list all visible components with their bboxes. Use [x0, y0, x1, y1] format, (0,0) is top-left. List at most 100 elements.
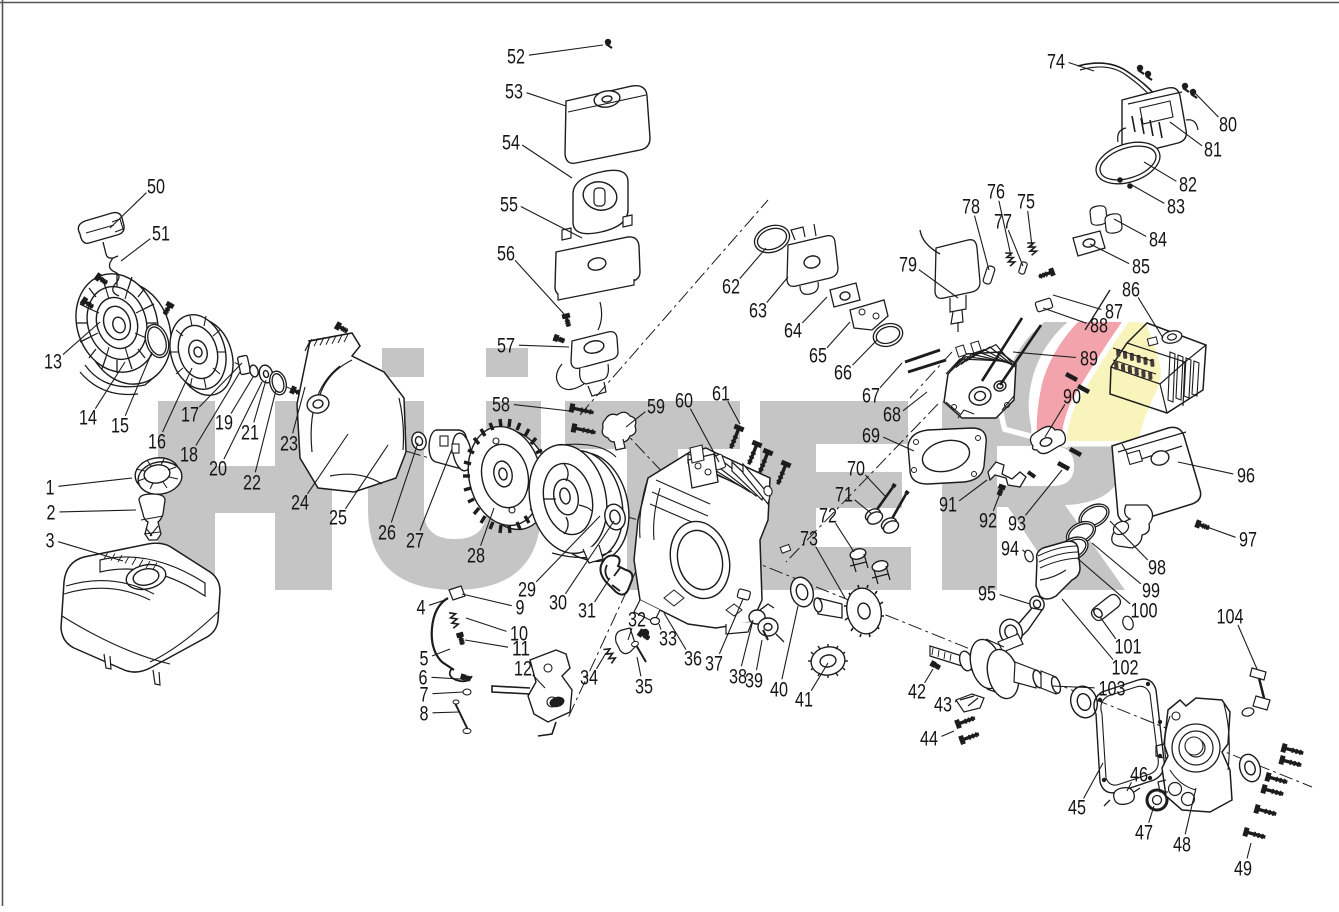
- svg-text:95: 95: [978, 583, 996, 606]
- svg-text:23: 23: [280, 433, 298, 456]
- svg-text:90: 90: [1063, 386, 1081, 409]
- svg-text:10: 10: [510, 623, 528, 646]
- svg-text:21: 21: [241, 422, 259, 445]
- svg-text:104: 104: [1217, 606, 1244, 629]
- svg-text:46: 46: [1130, 764, 1148, 787]
- svg-text:71: 71: [835, 484, 853, 507]
- svg-text:20: 20: [209, 458, 227, 481]
- svg-text:88: 88: [1090, 315, 1108, 338]
- svg-text:6: 6: [419, 667, 428, 690]
- svg-text:30: 30: [549, 592, 567, 615]
- svg-text:91: 91: [939, 494, 957, 517]
- svg-text:9: 9: [516, 597, 525, 620]
- svg-text:25: 25: [329, 507, 347, 530]
- svg-text:11: 11: [512, 638, 530, 661]
- svg-text:38: 38: [729, 666, 747, 689]
- svg-text:29: 29: [518, 579, 536, 602]
- svg-text:41: 41: [795, 689, 813, 712]
- svg-text:75: 75: [1017, 191, 1035, 214]
- svg-text:26: 26: [378, 522, 396, 545]
- svg-text:59: 59: [647, 396, 665, 419]
- svg-text:82: 82: [1179, 174, 1197, 197]
- svg-text:36: 36: [684, 648, 702, 671]
- svg-text:3: 3: [46, 530, 55, 553]
- svg-text:80: 80: [1219, 114, 1237, 137]
- svg-text:27: 27: [406, 530, 424, 553]
- svg-text:16: 16: [148, 431, 166, 454]
- svg-text:93: 93: [1008, 513, 1026, 536]
- svg-text:2: 2: [47, 502, 56, 525]
- svg-text:1: 1: [46, 477, 55, 500]
- svg-text:79: 79: [899, 254, 917, 277]
- svg-text:64: 64: [784, 320, 802, 343]
- svg-text:34: 34: [580, 667, 598, 690]
- svg-text:52: 52: [507, 46, 525, 69]
- svg-text:40: 40: [770, 679, 788, 702]
- svg-text:35: 35: [635, 676, 653, 699]
- svg-text:84: 84: [1149, 229, 1167, 252]
- svg-text:74: 74: [1047, 51, 1065, 74]
- svg-text:31: 31: [578, 600, 596, 623]
- svg-text:101: 101: [1115, 636, 1142, 659]
- svg-text:13: 13: [44, 351, 62, 374]
- svg-text:70: 70: [847, 458, 865, 481]
- svg-text:68: 68: [883, 404, 901, 427]
- svg-text:15: 15: [111, 415, 129, 438]
- svg-text:44: 44: [920, 728, 938, 751]
- svg-text:89: 89: [1080, 348, 1098, 371]
- svg-text:7: 7: [420, 684, 429, 707]
- svg-text:56: 56: [497, 243, 515, 266]
- svg-text:96: 96: [1237, 465, 1255, 488]
- svg-text:97: 97: [1239, 529, 1257, 552]
- svg-text:76: 76: [987, 181, 1005, 204]
- svg-text:77: 77: [994, 211, 1012, 234]
- svg-text:63: 63: [749, 300, 767, 323]
- svg-text:48: 48: [1173, 834, 1191, 857]
- svg-text:73: 73: [800, 528, 818, 551]
- svg-text:62: 62: [722, 276, 740, 299]
- svg-text:94: 94: [1001, 538, 1019, 561]
- svg-text:81: 81: [1204, 139, 1222, 162]
- svg-text:55: 55: [500, 194, 518, 217]
- svg-text:50: 50: [147, 176, 165, 199]
- svg-text:4: 4: [417, 597, 426, 620]
- svg-text:32: 32: [628, 609, 646, 632]
- svg-text:37: 37: [705, 653, 723, 676]
- svg-text:100: 100: [1131, 600, 1158, 623]
- svg-text:78: 78: [962, 196, 980, 219]
- svg-text:60: 60: [675, 390, 693, 413]
- svg-text:103: 103: [1099, 678, 1126, 701]
- svg-text:28: 28: [467, 545, 485, 568]
- svg-text:66: 66: [834, 362, 852, 385]
- svg-text:22: 22: [243, 472, 261, 495]
- svg-text:67: 67: [862, 385, 880, 408]
- svg-text:83: 83: [1167, 196, 1185, 219]
- svg-text:8: 8: [420, 703, 429, 726]
- svg-text:12: 12: [514, 658, 532, 681]
- svg-text:47: 47: [1135, 822, 1153, 845]
- svg-text:92: 92: [979, 510, 997, 533]
- svg-text:53: 53: [505, 81, 523, 104]
- svg-text:49: 49: [1234, 858, 1252, 881]
- svg-text:45: 45: [1068, 797, 1086, 820]
- svg-text:102: 102: [1112, 657, 1139, 680]
- svg-text:43: 43: [934, 694, 952, 717]
- svg-text:54: 54: [502, 132, 520, 155]
- svg-text:69: 69: [862, 425, 880, 448]
- svg-text:17: 17: [181, 404, 199, 427]
- svg-text:24: 24: [291, 492, 309, 515]
- svg-text:5: 5: [420, 648, 429, 671]
- svg-text:19: 19: [215, 412, 233, 435]
- svg-text:33: 33: [659, 628, 677, 651]
- svg-text:61: 61: [712, 383, 730, 406]
- svg-text:87: 87: [1105, 301, 1123, 324]
- svg-text:72: 72: [819, 505, 837, 528]
- svg-text:85: 85: [1132, 256, 1150, 279]
- svg-text:99: 99: [1142, 580, 1160, 603]
- svg-text:98: 98: [1148, 557, 1166, 580]
- svg-text:57: 57: [497, 335, 515, 358]
- svg-text:51: 51: [152, 223, 170, 246]
- svg-text:42: 42: [908, 681, 926, 704]
- svg-text:14: 14: [79, 407, 97, 430]
- svg-text:65: 65: [809, 345, 827, 368]
